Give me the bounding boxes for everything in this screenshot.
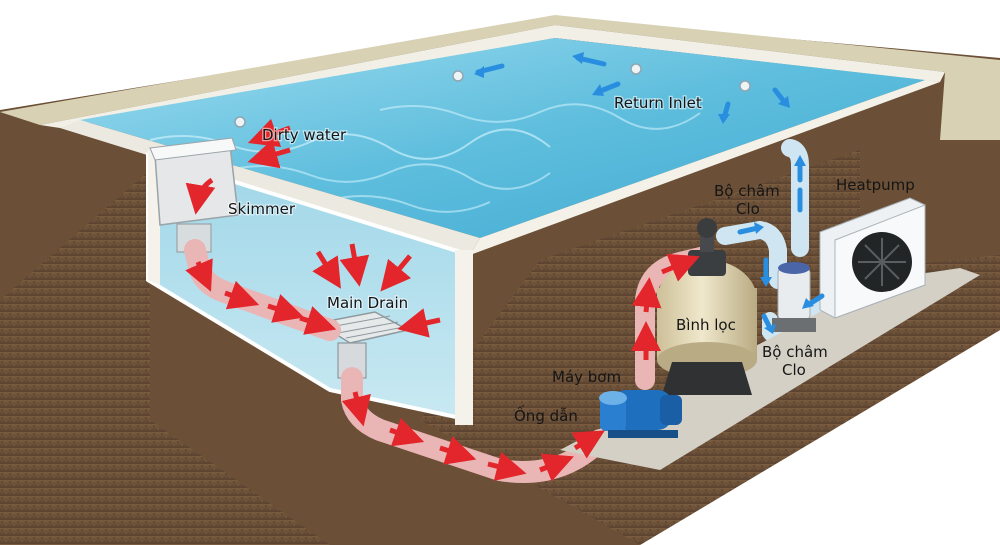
label-chlorinator-bottom-line2: Clo [782, 361, 806, 379]
pool-coping [0, 15, 1000, 140]
pump-unit [599, 390, 682, 438]
label-return-inlet: Return Inlet [614, 94, 702, 112]
label-chlorinator-top-line2: Clo [736, 200, 760, 218]
red-arrow-icon [185, 118, 700, 482]
label-chlorinator-bottom-line1: Bộ châm [762, 343, 828, 361]
label-skimmer: Skimmer [228, 200, 296, 218]
heatpump-unit [819, 197, 926, 319]
label-heatpump: Heatpump [836, 176, 915, 194]
label-filter-tank: Bình lọc [676, 316, 736, 334]
label-pump: Máy bơm [552, 368, 621, 386]
pool-cutaway [146, 150, 473, 425]
blue-arrow-icon [474, 52, 825, 334]
label-pipe: Ống dẫn [514, 404, 578, 425]
label-main-drain: Main Drain [327, 294, 408, 312]
label-dirty-water: Dirty water [262, 126, 347, 144]
chlorinator-unit [772, 262, 816, 332]
return-inlet-fittings [234, 63, 751, 128]
label-chlorinator-top-line1: Bộ châm [714, 182, 780, 200]
